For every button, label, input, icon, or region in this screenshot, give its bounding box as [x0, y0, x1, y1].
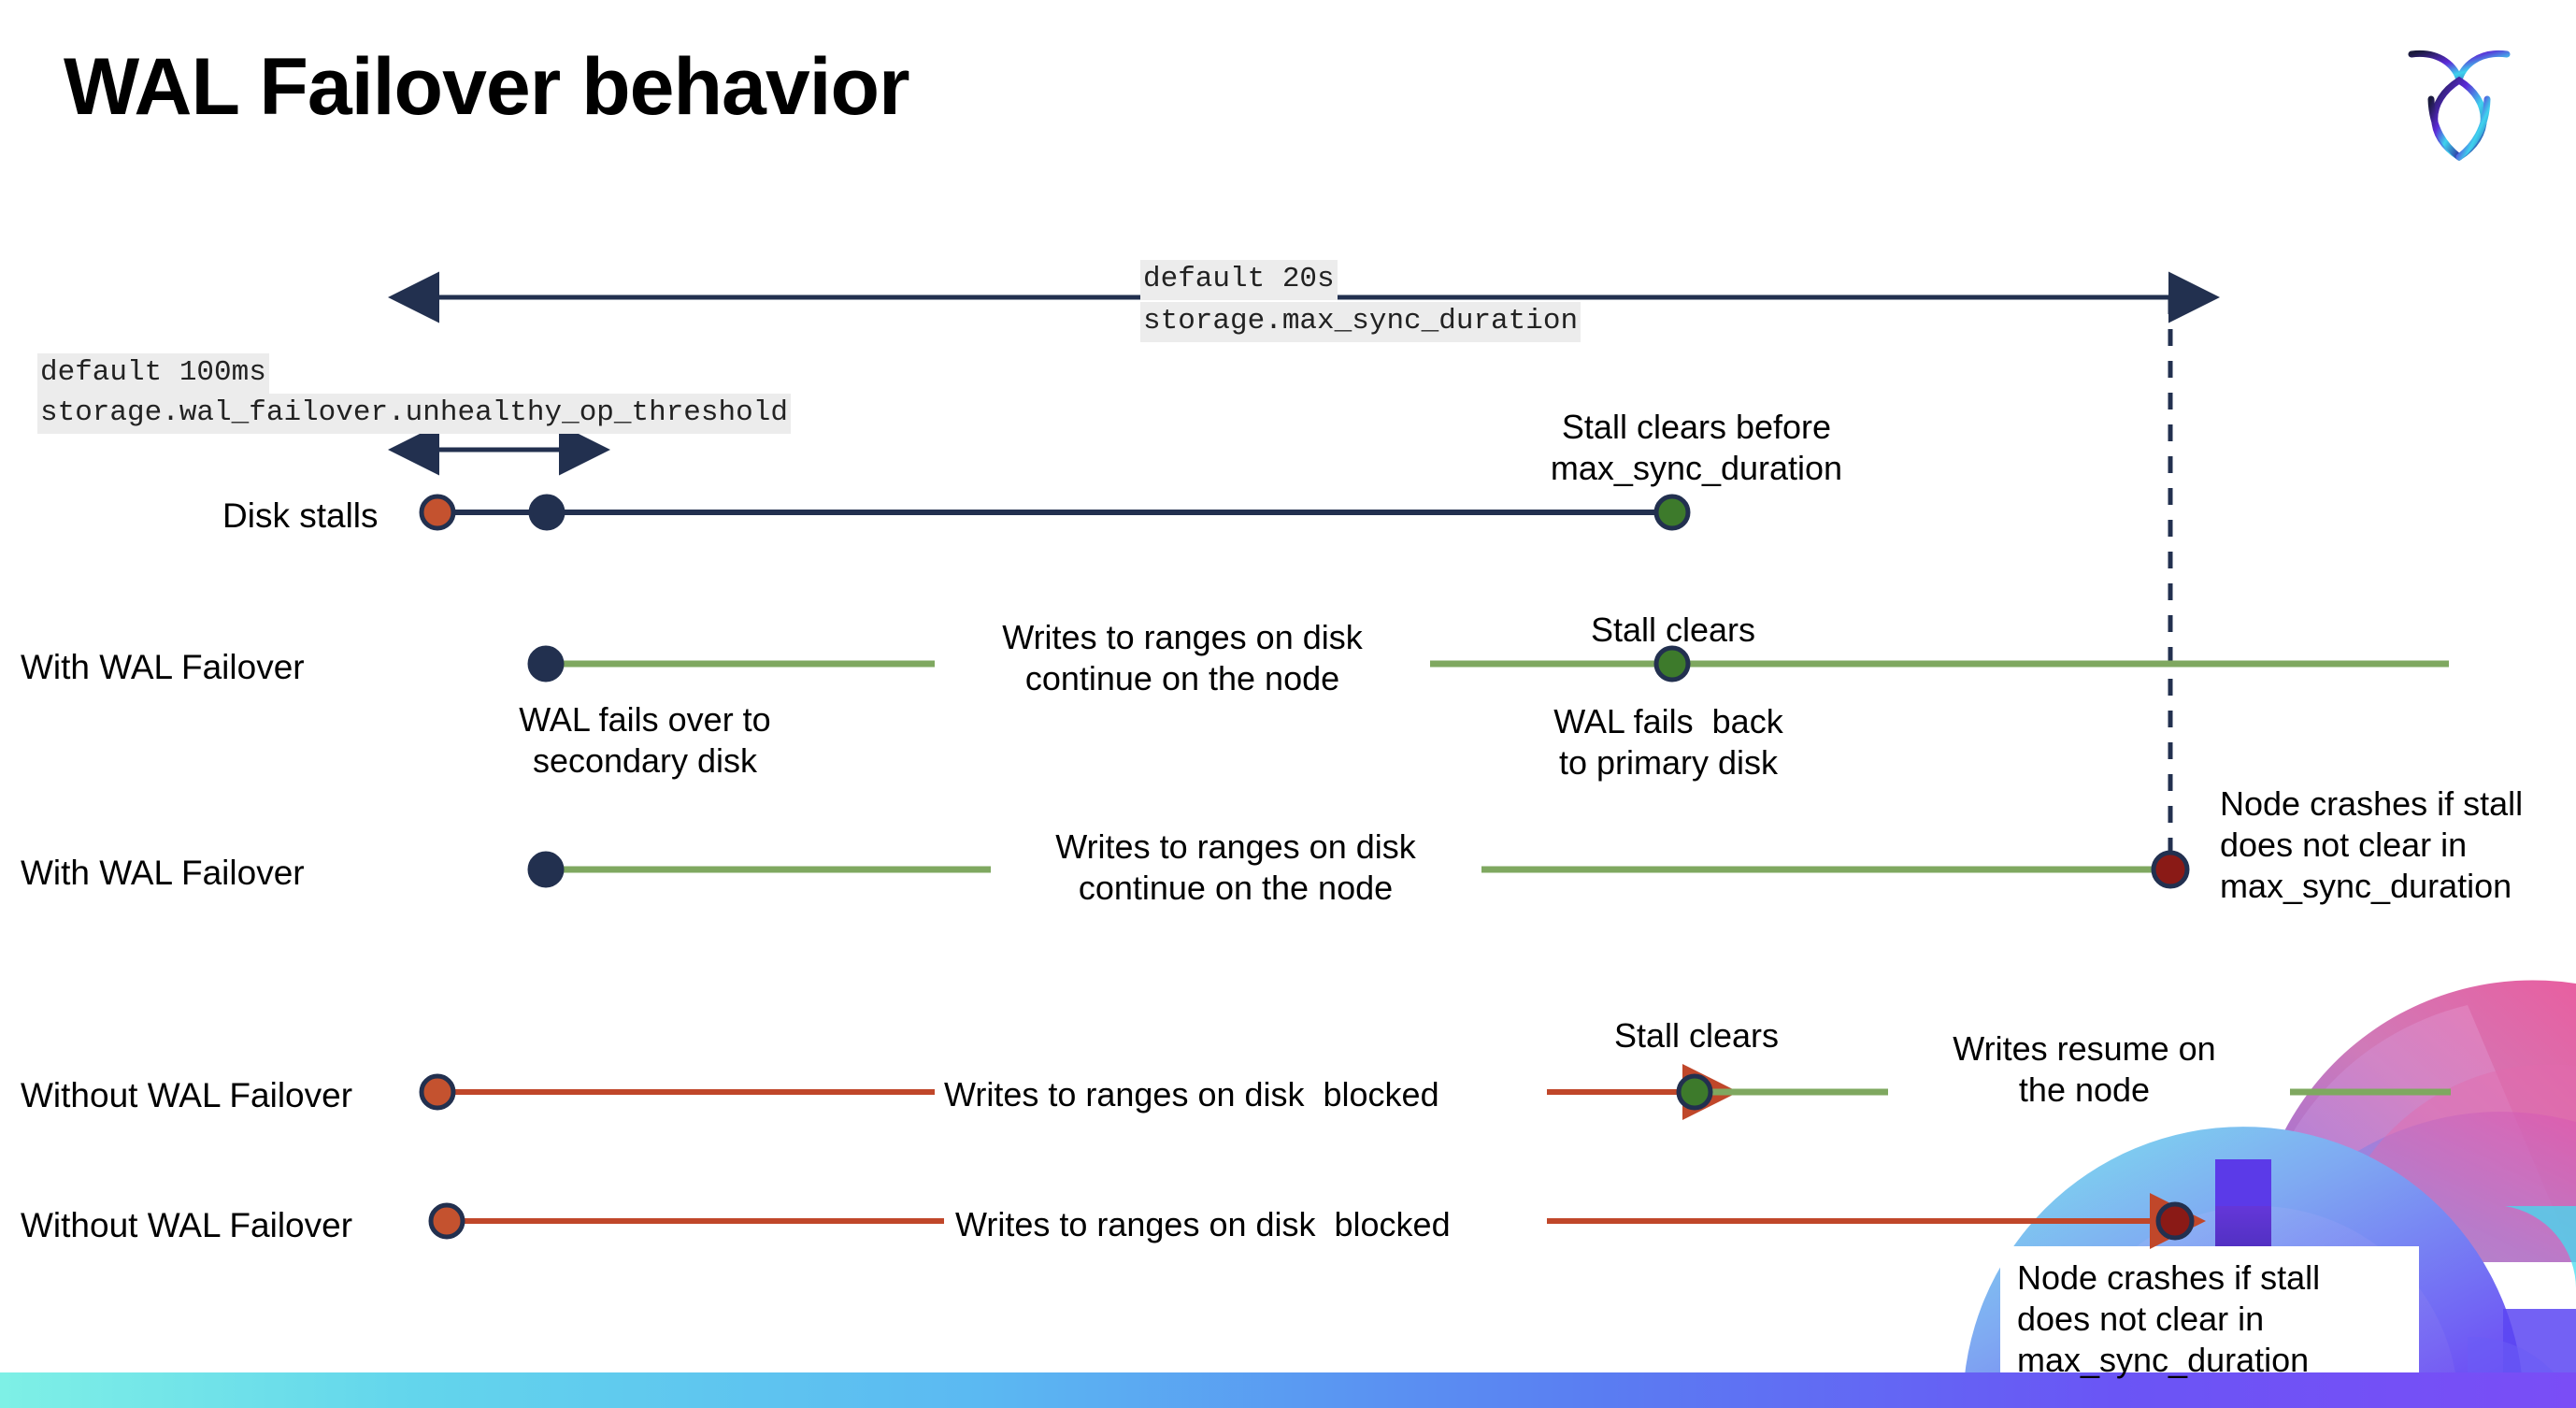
note-writes-blocked-1: Writes to ranges on disk blocked — [944, 1075, 1439, 1113]
note-node-crashes-1: Node crashes if stall does not clear in … — [2220, 784, 2524, 905]
with-failover-2-start-marker — [527, 851, 565, 888]
note-stall-clears-before-max-sync: Stall clears before max_sync_duration — [1550, 408, 1843, 487]
cockroachdb-logo-icon — [2389, 26, 2529, 166]
unhealthy-op-threshold-default-label: default 100ms — [37, 353, 269, 394]
note-stall-clears-1: Stall clears — [1590, 611, 1756, 649]
note-wal-fails-back: WAL fails back to primary disk — [1553, 702, 1783, 782]
without-failover-2-start-marker — [428, 1202, 465, 1240]
note-wal-fails-over: WAL fails over to secondary disk — [519, 700, 771, 780]
disk-stall-start-marker — [419, 494, 456, 531]
without-failover-1-start-marker — [419, 1073, 456, 1111]
row-label-without-wal-failover-1: Without WAL Failover — [21, 1076, 353, 1114]
without-failover-1-stall-clears-marker — [1676, 1073, 1713, 1111]
row-label-with-wal-failover-2: With WAL Failover — [21, 854, 305, 892]
max-sync-duration-setting-label: storage.max_sync_duration — [1140, 302, 1581, 342]
with-failover-1-start-marker — [527, 645, 565, 682]
wal-failover-trigger-marker — [528, 494, 565, 531]
page-title: WAL Failover behavior — [64, 42, 910, 132]
row-label-with-wal-failover-1: With WAL Failover — [21, 648, 305, 686]
unhealthy-op-threshold-setting-label: storage.wal_failover.unhealthy_op_thresh… — [37, 394, 791, 434]
bottom-gradient-bar — [0, 1372, 2576, 1408]
note-writes-resume: Writes resume on the node — [1953, 1029, 2216, 1109]
note-writes-blocked-2: Writes to ranges on disk blocked — [955, 1205, 1451, 1243]
note-stall-clears-2: Stall clears — [1613, 1016, 1780, 1055]
row-label-without-wal-failover-2: Without WAL Failover — [21, 1206, 353, 1244]
disk-stall-clears-marker — [1653, 494, 1691, 531]
row-label-disk-stalls: Disk stalls — [222, 496, 379, 535]
with-failover-1-stall-clears-marker — [1653, 645, 1691, 682]
note-writes-continue-1: Writes to ranges on disk continue on the… — [1002, 618, 1363, 697]
max-sync-duration-default-label: default 20s — [1140, 260, 1338, 300]
with-failover-2-crash-marker — [2151, 850, 2190, 889]
note-node-crashes-2: Node crashes if stall does not clear in … — [2017, 1258, 2321, 1379]
without-failover-2-crash-marker — [2155, 1201, 2195, 1241]
note-writes-continue-2: Writes to ranges on disk continue on the… — [1055, 827, 1416, 907]
